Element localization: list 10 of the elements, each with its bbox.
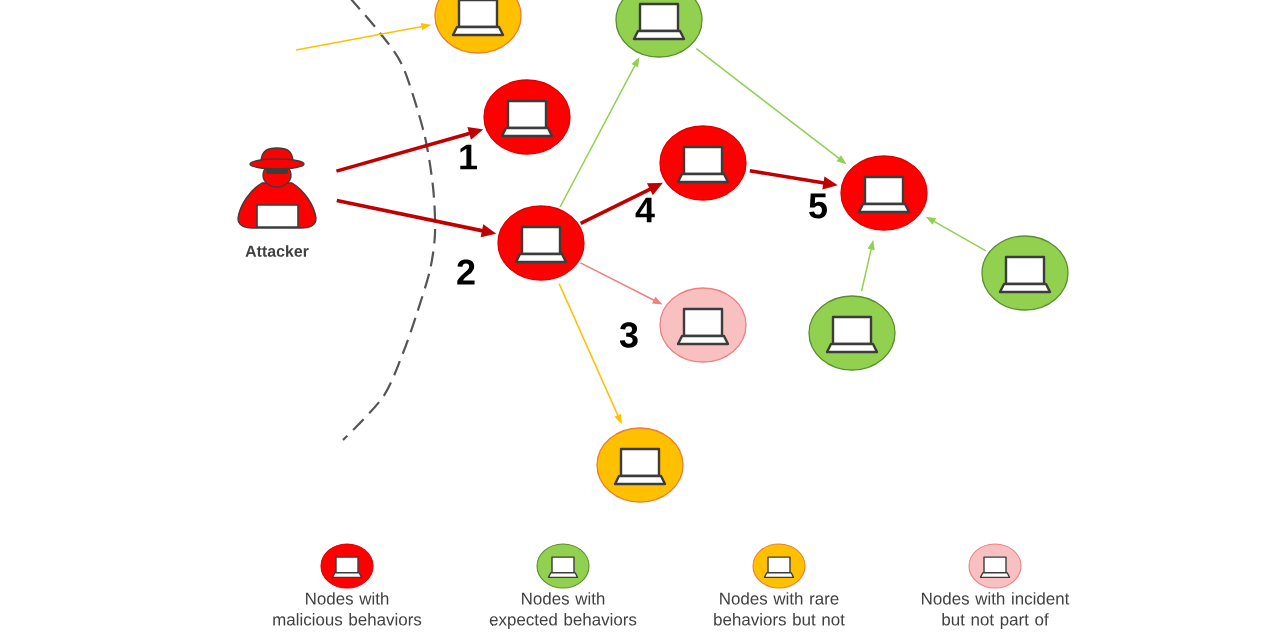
legend-label: Nodes with expected behaviors bbox=[489, 592, 637, 629]
step-number: 2 bbox=[457, 259, 475, 285]
step-number: 3 bbox=[619, 322, 638, 348]
legend-label: Nodes with rare behaviors but not bbox=[714, 592, 845, 626]
legend-label: Nodes with incident but not part of bbox=[922, 592, 1070, 629]
step-number: 1 bbox=[460, 144, 477, 170]
step-number: 4 bbox=[635, 197, 655, 223]
step-number: 5 bbox=[809, 193, 827, 219]
legend-label: Nodes with malicious behaviors bbox=[273, 592, 422, 626]
node-label: Attacker bbox=[245, 245, 309, 257]
